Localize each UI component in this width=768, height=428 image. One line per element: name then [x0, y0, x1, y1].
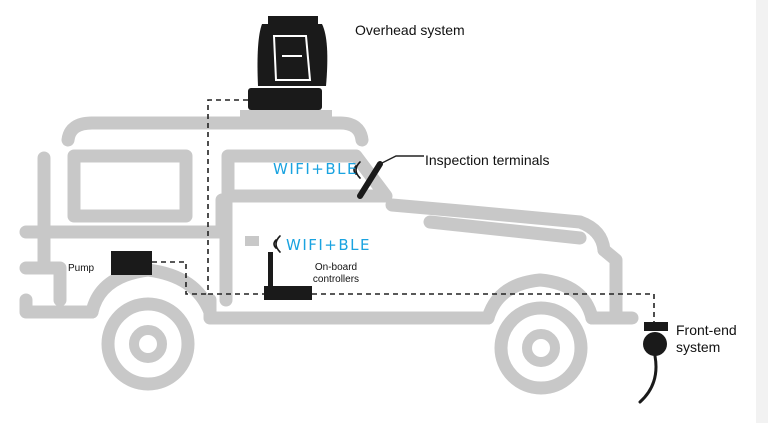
front-end-system-label: Front-end system	[676, 322, 737, 355]
pump-to-controller-line	[152, 261, 208, 295]
front-wheel	[494, 301, 588, 395]
controller-to-front-line	[312, 293, 655, 322]
inspection-terminals-label: Inspection terminals	[425, 152, 550, 168]
vehicle-front-arch	[481, 273, 599, 325]
inspection-terminal-device	[357, 155, 424, 199]
inspection-pointer-line	[379, 155, 424, 165]
overhead-system-device	[240, 16, 332, 118]
vehicle-lower-body	[19, 293, 99, 319]
pump-box	[111, 251, 152, 275]
front-end-system-device	[638, 322, 668, 404]
vehicle-rear-step	[19, 261, 67, 307]
pump-label: Pump	[68, 263, 95, 274]
vehicle-side-window	[221, 149, 393, 203]
connection-lines	[152, 99, 655, 322]
vehicle-roof	[61, 116, 369, 147]
rear-wheel	[101, 297, 195, 391]
rear-hub	[129, 325, 167, 363]
vehicle-rocker	[203, 293, 495, 325]
overhead-to-controller-line	[207, 99, 264, 295]
onboard-controllers-label: On-board controllers	[312, 262, 360, 285]
vehicle-wheels	[101, 297, 588, 395]
front-hub	[522, 329, 560, 367]
vehicle-rear-window	[67, 149, 193, 223]
wifi-ble-upper-label: WIFI+BLE	[273, 160, 359, 178]
overhead-system-label: Overhead system	[355, 22, 465, 38]
wifi-ble-lower-label: WIFI+BLE	[286, 236, 372, 254]
onboard-controller-device	[245, 236, 312, 300]
vehicle-front-panel	[597, 243, 623, 325]
vehicle-hood-inner	[423, 215, 587, 245]
wireless-icon	[273, 161, 361, 253]
right-edge-strip	[756, 0, 768, 423]
